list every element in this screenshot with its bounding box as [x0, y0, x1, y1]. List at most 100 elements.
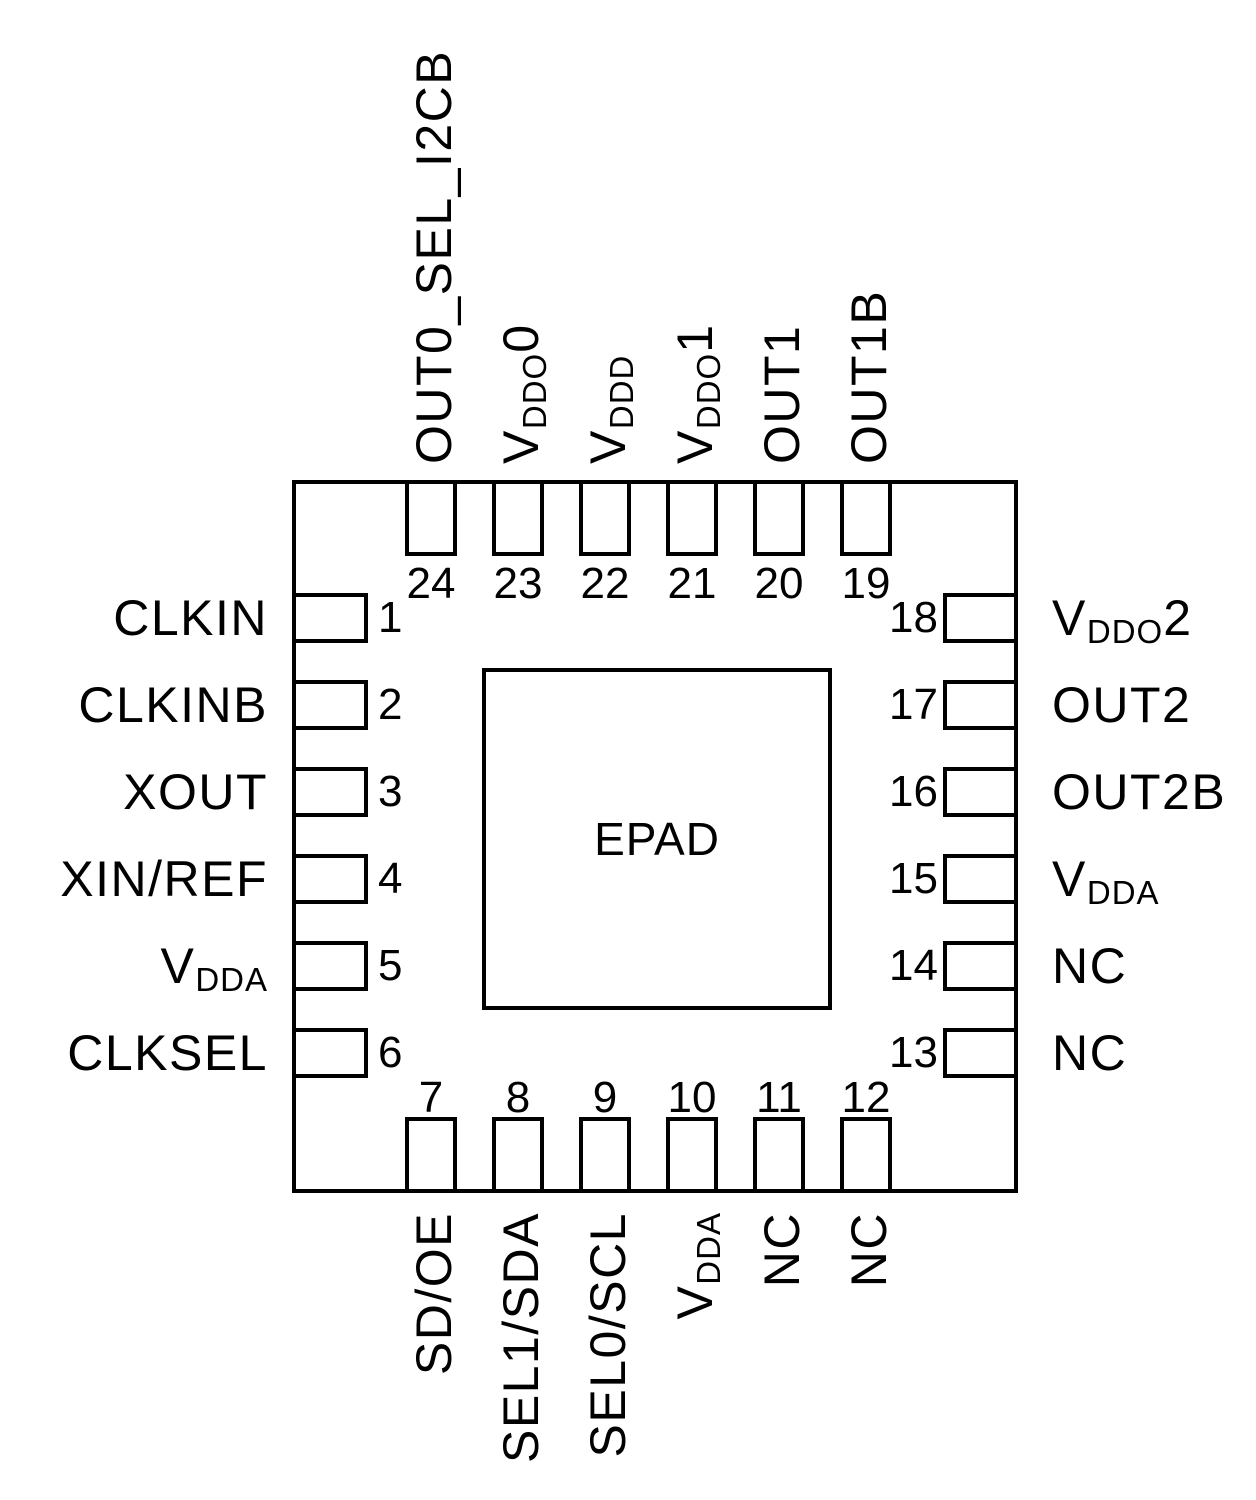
- pin-label-1: CLKIN: [20, 593, 268, 643]
- pin-label-subscript: DDO: [515, 352, 553, 430]
- pin-label-subscript: DDA: [689, 1212, 727, 1285]
- pin-box-7: [405, 1117, 457, 1193]
- pin-label-6: CLKSEL: [20, 1028, 268, 1078]
- pin-label-24: OUT0_SEL_I2CB: [406, 49, 462, 464]
- pin-number-10: 10: [667, 1073, 717, 1122]
- pin-label-9: SEL0/SCL: [580, 1212, 636, 1458]
- pin-box-17: [943, 680, 1018, 730]
- pin-label-11: NC: [754, 1212, 810, 1288]
- pin-label-text: OUT1B: [841, 289, 897, 464]
- pin-box-11: [753, 1117, 805, 1193]
- pin-number-20: 20: [754, 559, 804, 608]
- pin-label-3: XOUT: [20, 767, 268, 817]
- pin-label-text: V: [1052, 590, 1087, 646]
- pin-box-23: [492, 480, 544, 556]
- pin-label-text: NC: [754, 1212, 810, 1288]
- pin-box-14: [943, 941, 1018, 991]
- pin-label-13: NC: [1052, 1028, 1127, 1078]
- pin-label-21: VDDO1: [667, 323, 727, 464]
- pin-box-6: [292, 1028, 368, 1078]
- pin-label-15: VDDA: [1052, 854, 1160, 909]
- pin-number-23: 23: [493, 559, 543, 608]
- pin-box-8: [492, 1117, 544, 1193]
- pin-number-7: 7: [418, 1073, 444, 1122]
- pin-label-subscript: DDO: [689, 352, 727, 430]
- pin-box-3: [292, 767, 368, 817]
- pin-label-text: CLKSEL: [67, 1025, 268, 1081]
- pin-box-24: [405, 480, 457, 556]
- pin-label-text: SD/OE: [406, 1212, 462, 1376]
- pin-number-2: 2: [378, 680, 403, 729]
- pin-label-12: NC: [841, 1212, 897, 1287]
- pin-label-17: OUT2: [1052, 680, 1191, 730]
- pin-number-1: 1: [378, 593, 403, 642]
- pin-label-subscript: DDO: [1086, 612, 1164, 650]
- pin-number-13: 13: [889, 1028, 938, 1077]
- pin-number-14: 14: [889, 941, 938, 990]
- pin-label-text: 1: [667, 323, 723, 353]
- pin-label-text: V: [160, 938, 196, 994]
- pin-label-subscript: DDA: [195, 960, 268, 998]
- pin-label-7: SD/OE: [406, 1212, 462, 1376]
- pin-label-text: V: [667, 1284, 723, 1320]
- pin-number-5: 5: [378, 941, 403, 990]
- pin-box-10: [666, 1117, 718, 1193]
- pin-number-16: 16: [889, 767, 938, 816]
- pin-label-20: OUT1: [754, 324, 810, 464]
- pin-box-18: [943, 593, 1018, 643]
- pin-number-18: 18: [889, 593, 938, 642]
- pin-box-9: [579, 1117, 631, 1193]
- pin-label-text: OUT1: [754, 324, 810, 464]
- pin-box-12: [840, 1117, 892, 1193]
- pin-box-5: [292, 941, 368, 991]
- pin-number-4: 4: [378, 854, 403, 903]
- pin-label-text: V: [667, 429, 723, 464]
- pin-label-text: OUT0_SEL_I2CB: [406, 49, 462, 464]
- pin-label-text: XOUT: [123, 764, 268, 820]
- pin-box-13: [943, 1028, 1018, 1078]
- epad-label: EPAD: [594, 813, 720, 865]
- pin-box-2: [292, 680, 368, 730]
- pin-label-text: CLKINB: [78, 677, 268, 733]
- pin-label-2: CLKINB: [20, 680, 268, 730]
- pin-label-text: SEL0/SCL: [580, 1212, 636, 1458]
- pin-box-16: [943, 767, 1018, 817]
- pin-label-4: XIN/REF: [20, 854, 268, 904]
- pin-number-24: 24: [406, 559, 456, 608]
- pin-label-text: CLKIN: [113, 590, 268, 646]
- pin-label-text: V: [580, 429, 636, 464]
- pin-label-text: XIN/REF: [60, 851, 268, 907]
- pin-label-text: SEL1/SDA: [493, 1212, 549, 1464]
- pin-label-19: OUT1B: [841, 289, 897, 464]
- pin-label-8: SEL1/SDA: [493, 1212, 549, 1464]
- pin-label-subscript: DDA: [1086, 873, 1160, 911]
- pin-label-18: VDDO2: [1052, 593, 1193, 648]
- pin-number-8: 8: [505, 1073, 531, 1122]
- pin-number-9: 9: [592, 1073, 618, 1122]
- pin-label-14: NC: [1052, 941, 1127, 991]
- pin-number-11: 11: [756, 1073, 802, 1122]
- pin-box-4: [292, 854, 368, 904]
- pin-label-16: OUT2B: [1052, 767, 1226, 817]
- pin-label-text: 0: [493, 323, 549, 353]
- pin-label-text: OUT2B: [1052, 764, 1227, 820]
- epad-box: EPAD: [482, 668, 832, 1010]
- pin-label-text: NC: [1052, 1025, 1128, 1081]
- pin-label-23: VDDO0: [493, 323, 553, 464]
- pin-number-6: 6: [378, 1028, 403, 1077]
- pin-number-21: 21: [667, 559, 717, 608]
- pin-label-text: 2: [1163, 590, 1193, 646]
- pin-number-22: 22: [580, 559, 630, 608]
- pin-label-text: OUT2: [1052, 677, 1192, 733]
- pin-number-12: 12: [841, 1073, 891, 1122]
- pin-box-21: [666, 480, 718, 556]
- pin-label-text: V: [493, 429, 549, 464]
- pin-number-17: 17: [889, 680, 938, 729]
- pin-box-22: [579, 480, 631, 556]
- pin-label-text: NC: [1052, 938, 1128, 994]
- pin-number-15: 15: [889, 854, 938, 903]
- pin-number-3: 3: [378, 767, 403, 816]
- pin-label-subscript: DDD: [602, 354, 640, 430]
- pin-number-19: 19: [841, 559, 891, 608]
